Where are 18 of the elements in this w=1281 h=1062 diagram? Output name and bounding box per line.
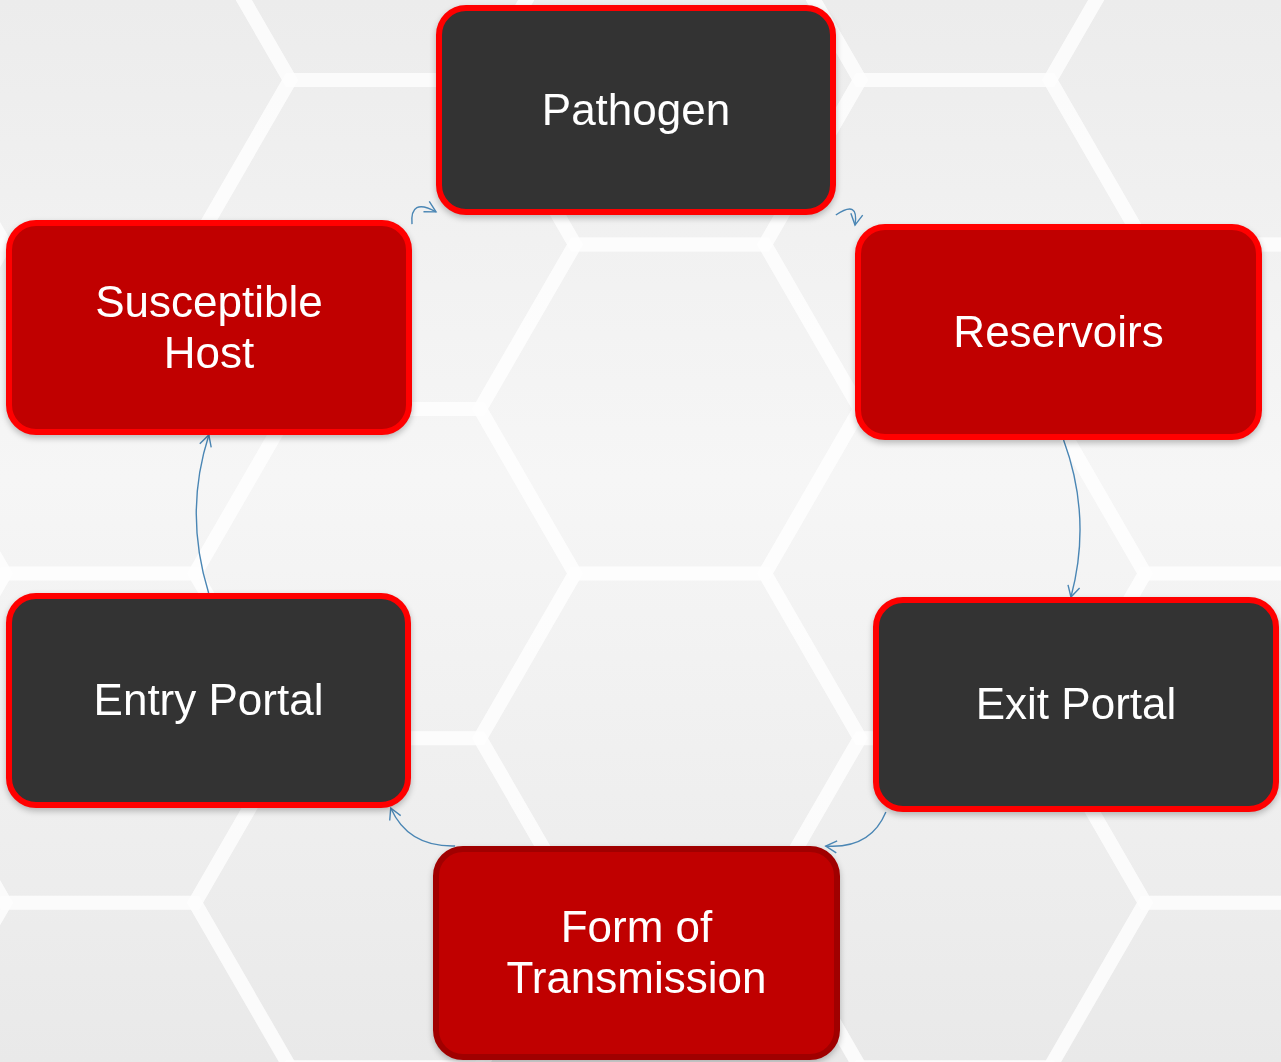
curved-arrow xyxy=(389,807,456,847)
process-box xyxy=(433,846,840,1060)
box-label: Exit Portal xyxy=(975,679,1177,730)
process-box xyxy=(855,224,1262,440)
process-box xyxy=(436,5,836,215)
curved-arrow xyxy=(411,200,437,225)
process-box xyxy=(873,597,1279,812)
box-label: Reservoirs xyxy=(953,306,1164,358)
process-box xyxy=(6,593,411,808)
box-label: Form of Transmission xyxy=(505,902,768,1004)
process-box xyxy=(6,220,412,435)
curved-arrow xyxy=(1062,439,1081,598)
box-label: Pathogen xyxy=(541,84,731,136)
box-label: Entry Portal xyxy=(93,675,324,726)
box-label: Susceptible Host xyxy=(94,276,324,379)
curved-arrow xyxy=(825,811,887,854)
curved-arrow xyxy=(835,208,864,226)
curved-arrow xyxy=(195,434,213,594)
